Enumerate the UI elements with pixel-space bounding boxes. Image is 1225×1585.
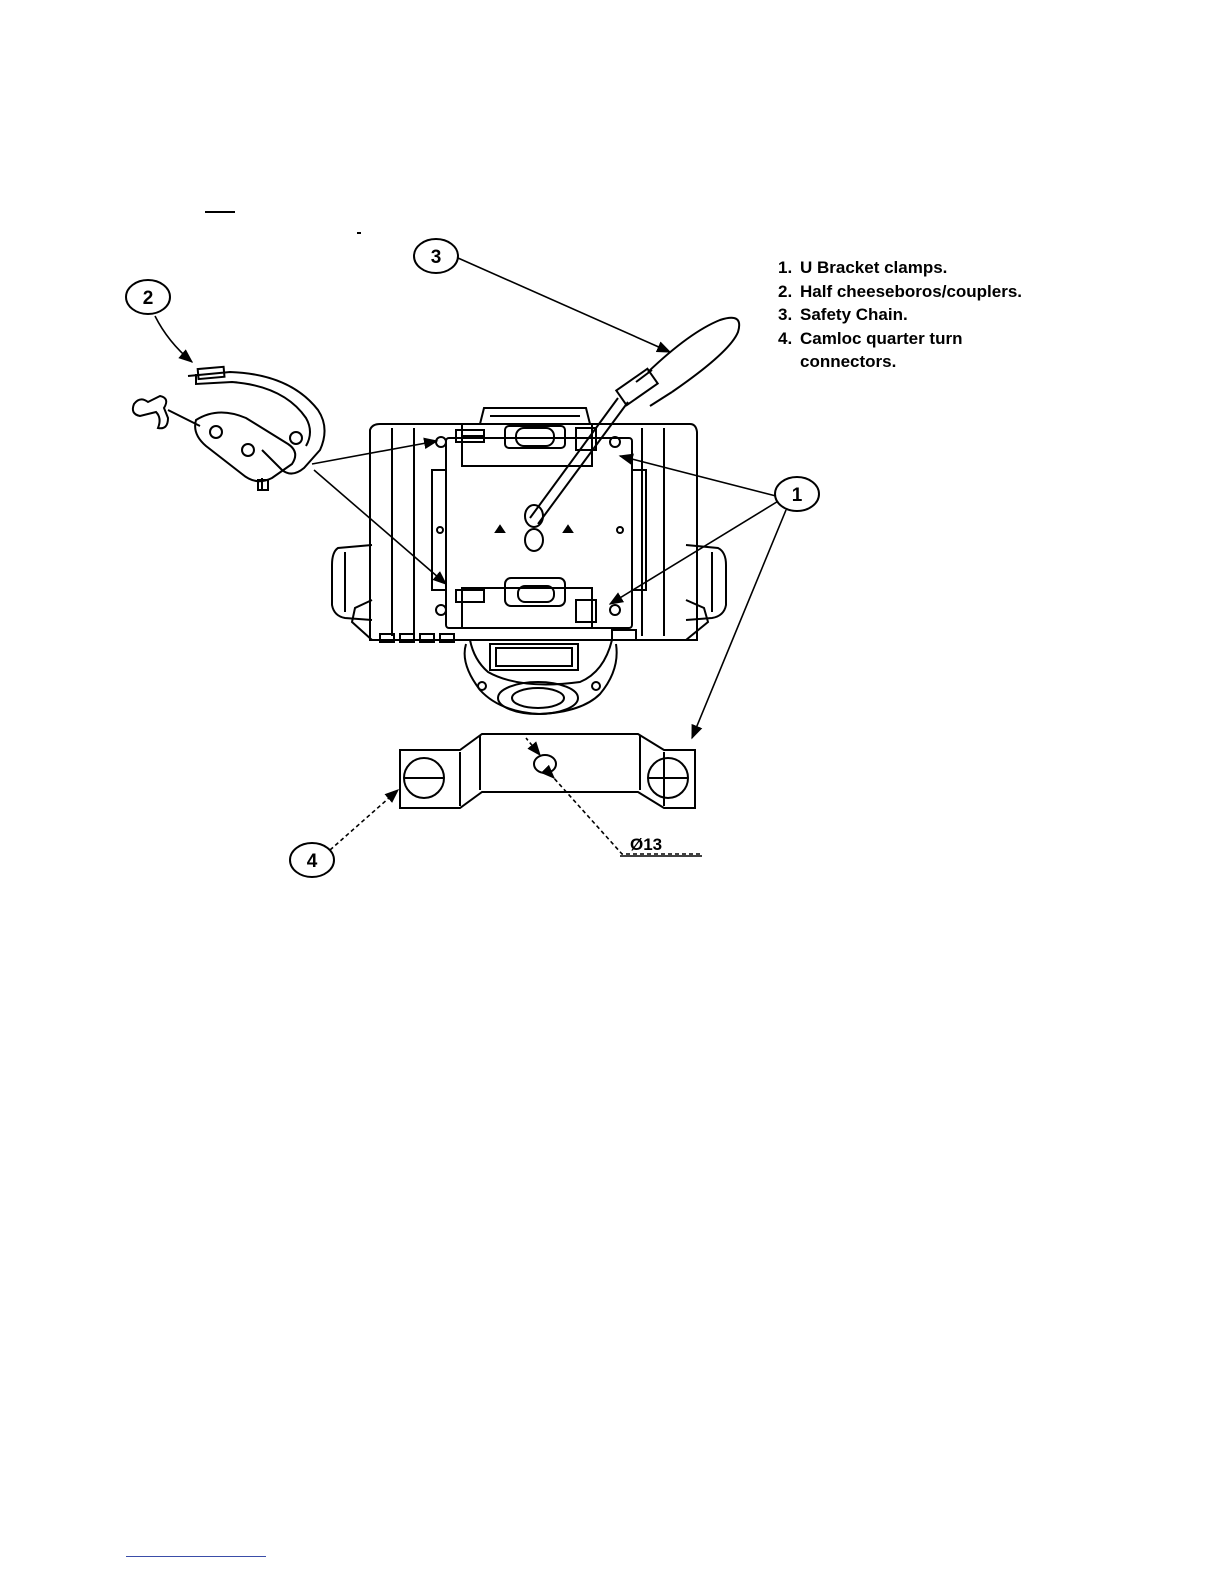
legend-item-number: 1. bbox=[778, 256, 792, 280]
legend-item-text: Half cheeseboros/couplers. bbox=[800, 280, 1022, 304]
callout-1: 1 bbox=[775, 477, 819, 511]
legend-item-number: 2. bbox=[778, 280, 792, 304]
leader-lines bbox=[155, 258, 786, 856]
legend-item-text: U Bracket clamps. bbox=[800, 256, 1022, 280]
callout-2-label: 2 bbox=[143, 288, 154, 309]
legend-item-number: 3. bbox=[778, 303, 792, 327]
legend-item-text: Safety Chain. bbox=[800, 303, 1022, 327]
callout-3-label: 3 bbox=[431, 247, 442, 268]
legend-item-continuation: connectors. bbox=[800, 350, 1022, 374]
legend-item-text: Camloc quarter turn bbox=[800, 327, 1022, 351]
callout-4-label: 4 bbox=[307, 851, 318, 872]
callout-4: 4 bbox=[290, 843, 334, 877]
dimension-label: Ø13 bbox=[630, 835, 662, 854]
legend-item-number: 4. bbox=[778, 327, 792, 351]
legend-item-2: 2. Half cheeseboros/couplers. bbox=[778, 280, 1022, 304]
callout-1-label: 1 bbox=[792, 485, 803, 506]
footer-rule bbox=[126, 1556, 266, 1557]
legend: 1. U Bracket clamps. 2. Half cheeseboros… bbox=[778, 256, 1022, 374]
callout-3: 3 bbox=[414, 239, 458, 273]
half-coupler-drawing bbox=[133, 367, 325, 490]
safety-chain-drawing bbox=[530, 318, 739, 524]
legend-item-1: 1. U Bracket clamps. bbox=[778, 256, 1022, 280]
legend-item-4: 4. Camloc quarter turn connectors. bbox=[778, 327, 1022, 374]
fixture-drawing bbox=[332, 408, 726, 714]
callout-2: 2 bbox=[126, 280, 170, 314]
camloc-bracket-drawing bbox=[400, 734, 695, 808]
legend-item-3: 3. Safety Chain. bbox=[778, 303, 1022, 327]
